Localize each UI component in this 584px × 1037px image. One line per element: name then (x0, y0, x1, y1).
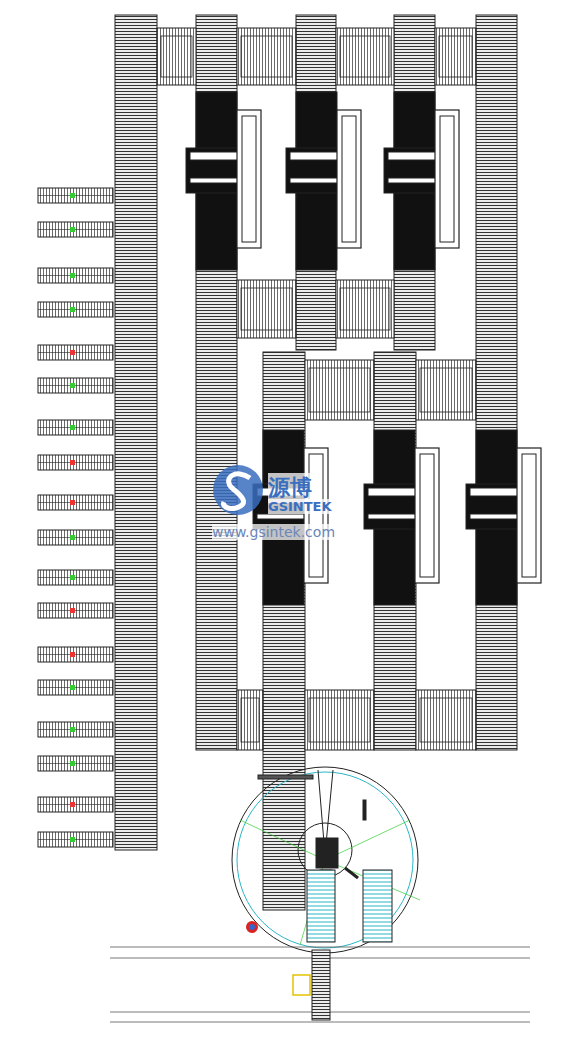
transfer-conveyor (336, 28, 394, 85)
transfer-conveyor (237, 28, 296, 85)
line-conveyor (263, 352, 305, 910)
buffer-conveyor (38, 603, 113, 618)
buffer-conveyor (38, 797, 113, 812)
line-conveyor (374, 352, 416, 750)
sensor (70, 652, 75, 657)
side-rack (517, 448, 541, 583)
side-rack-inner (342, 116, 356, 242)
transfer-conveyor (237, 690, 263, 750)
buffer-conveyor (38, 302, 113, 317)
side-rack-inner (440, 116, 454, 242)
sensor (70, 307, 75, 312)
side-rack (435, 110, 459, 248)
robot-reach (237, 772, 413, 948)
transfer-conveyor (416, 360, 476, 420)
sensor (70, 727, 75, 732)
sensor (70, 608, 75, 613)
pallet (363, 870, 392, 942)
sensor (70, 802, 75, 807)
watermark: GSINTEK (268, 499, 332, 514)
buffer-conveyor (38, 268, 113, 283)
sensor (70, 273, 75, 278)
transfer-conveyor (157, 28, 196, 85)
buffer-conveyor (38, 832, 113, 847)
robot-reach (232, 767, 418, 953)
sensor (70, 575, 75, 580)
buffer-conveyor (38, 345, 113, 360)
sensor (70, 837, 75, 842)
transfer-conveyor (305, 690, 374, 750)
sensor (70, 383, 75, 388)
buffer-conveyor (38, 530, 113, 545)
side-rack (237, 110, 261, 248)
transfer-conveyor (336, 280, 394, 338)
sensor (70, 460, 75, 465)
sensor (70, 500, 75, 505)
buffer-conveyor (38, 680, 113, 695)
transfer-conveyor (305, 360, 374, 420)
side-rack (415, 448, 439, 583)
sensor (70, 227, 75, 232)
buffer-conveyor (38, 188, 113, 203)
transfer-conveyor (237, 280, 296, 338)
sensor (70, 761, 75, 766)
side-rack-inner (242, 116, 256, 242)
side-rack-inner (522, 454, 536, 577)
watermark-logo (213, 465, 263, 515)
stopper (258, 775, 313, 779)
line-conveyor (196, 15, 237, 750)
buffer-conveyor (38, 495, 113, 510)
robot-base (298, 823, 352, 877)
fence (363, 800, 366, 820)
pallet (307, 870, 335, 942)
sensor (70, 350, 75, 355)
buffer-conveyor (38, 378, 113, 393)
buffer-conveyor (38, 570, 113, 585)
sensor (70, 193, 75, 198)
side-rack (337, 110, 361, 248)
buffer-conveyor (38, 222, 113, 237)
line-conveyor (476, 15, 517, 750)
sensor (70, 685, 75, 690)
buffer-conveyor (38, 647, 113, 662)
floor-conveyor (312, 950, 330, 1020)
buffer-conveyor (38, 722, 113, 737)
watermark: www.gsintek.com (212, 524, 335, 540)
side-rack (304, 448, 328, 583)
robot (316, 838, 338, 868)
buffer-conveyor (38, 455, 113, 470)
sensor (70, 535, 75, 540)
main-conveyor (115, 15, 157, 850)
side-rack-inner (420, 454, 434, 577)
buffer-conveyor (38, 756, 113, 771)
transfer-conveyor (416, 690, 476, 750)
operator (246, 921, 258, 933)
transfer-conveyor (435, 28, 476, 85)
buffer-conveyor (38, 420, 113, 435)
sensor (70, 425, 75, 430)
